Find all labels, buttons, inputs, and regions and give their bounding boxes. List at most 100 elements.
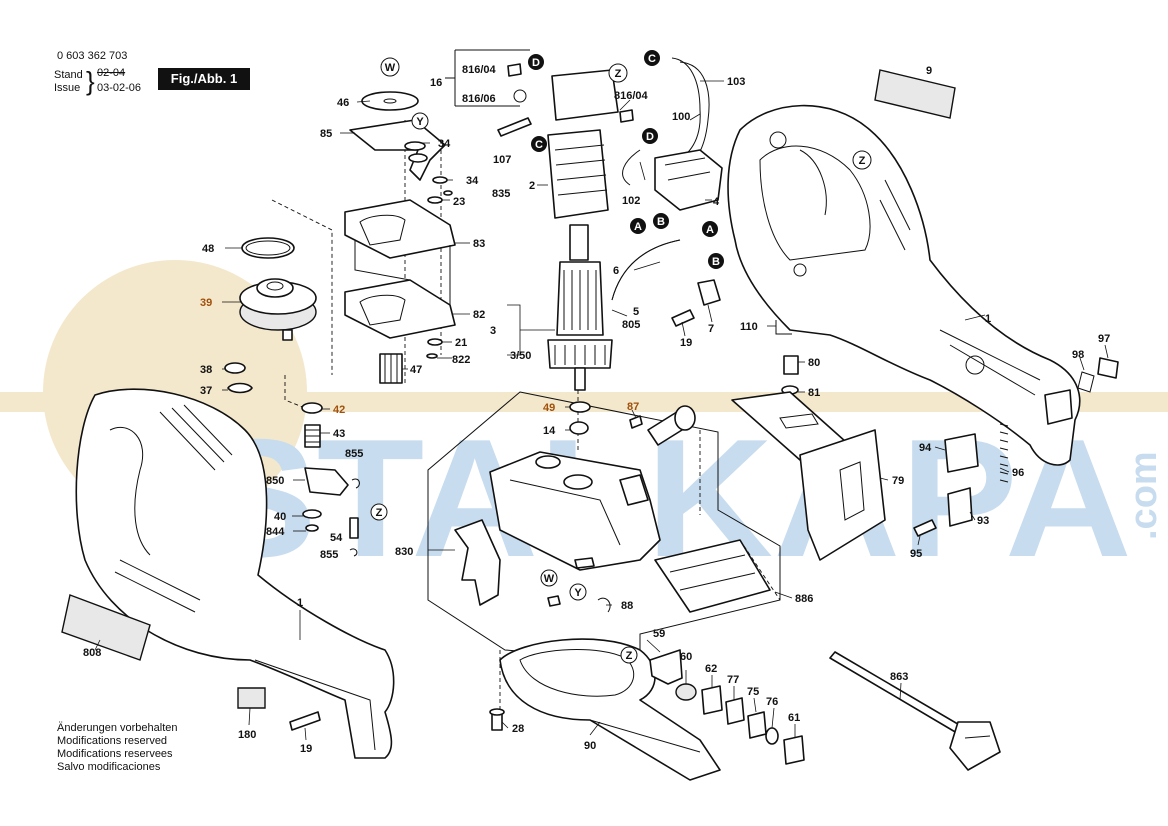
marker-z-mid-text: Z — [376, 507, 383, 519]
label-107: 107 — [493, 154, 511, 166]
label-93: 93 — [977, 515, 989, 527]
marker-a-cable — [702, 221, 718, 237]
marker-c-left-text: C — [535, 139, 543, 151]
label-87: 87 — [627, 401, 639, 413]
figure-label: Fig./Abb. 1 — [158, 68, 250, 90]
gear-housing — [489, 451, 771, 613]
label-34-b: 34 — [466, 175, 479, 187]
note-es: Salvo modificaciones — [57, 761, 161, 773]
marker-y-mid — [569, 583, 587, 601]
label-46: 46 — [337, 97, 349, 109]
part-number: 0 603 362 703 — [57, 50, 128, 62]
label-844: 844 — [266, 526, 285, 538]
marker-z-bottom — [620, 646, 638, 664]
label-59: 59 — [653, 628, 665, 640]
marker-a-top-text: A — [634, 221, 642, 233]
marker-y-top-text: Y — [416, 116, 424, 128]
marker-z-right-text: Z — [859, 155, 866, 167]
reference-markers: W Y Z Z Z W Y Z D C C D A B — [370, 50, 872, 664]
label-49: 49 — [543, 402, 555, 414]
marker-w-top — [380, 57, 400, 77]
marker-w-top-text: W — [385, 62, 396, 74]
marker-b-top-text: B — [657, 216, 665, 228]
disclaimer-notes: Änderungen vorbehalten Modifications res… — [57, 722, 177, 774]
label-816-06: 816/06 — [462, 93, 496, 105]
label-855-a: 855 — [345, 448, 363, 460]
marker-z-mid — [370, 503, 388, 521]
marker-a-top — [630, 218, 646, 234]
label-23: 23 — [453, 196, 465, 208]
label-808: 808 — [83, 647, 101, 659]
label-110: 110 — [740, 321, 758, 333]
label-19-b: 19 — [300, 743, 312, 755]
marker-b-cable-text: B — [712, 256, 720, 268]
label-43: 43 — [333, 428, 345, 440]
label-62: 62 — [705, 663, 717, 675]
label-850: 850 — [266, 475, 284, 487]
label-38: 38 — [200, 364, 212, 376]
label-96: 96 — [1012, 467, 1024, 479]
label-100: 100 — [672, 111, 690, 123]
label-75: 75 — [747, 686, 759, 698]
label-42: 42 — [333, 404, 345, 416]
label-14: 14 — [543, 425, 556, 437]
shoe-plate — [731, 391, 886, 561]
marker-d-mid — [642, 128, 658, 144]
marker-z-top — [608, 63, 628, 83]
label-37: 37 — [200, 385, 212, 397]
label-80: 80 — [808, 357, 820, 369]
label-82: 82 — [473, 309, 485, 321]
label-60: 60 — [680, 651, 692, 663]
label-180: 180 — [238, 729, 256, 741]
label-48: 48 — [202, 243, 214, 255]
marker-d-top-text: D — [532, 57, 540, 69]
label-95: 95 — [910, 548, 922, 560]
label-855-b: 855 — [320, 549, 338, 561]
label-863: 863 — [890, 671, 908, 683]
marker-z-right — [852, 150, 872, 170]
label-6: 6 — [613, 265, 619, 277]
label-102: 102 — [622, 195, 640, 207]
label-39: 39 — [200, 297, 212, 309]
label-3-50: 3/50 — [510, 350, 531, 362]
label-77: 77 — [727, 674, 739, 686]
label-21: 21 — [455, 337, 467, 349]
issue-value: 03-02-06 — [97, 82, 142, 94]
label-81: 81 — [808, 387, 820, 399]
label-98: 98 — [1072, 349, 1084, 361]
label-88: 88 — [621, 600, 633, 612]
housing-right — [727, 69, 1119, 466]
marker-b-top — [653, 213, 669, 229]
label-816-04-b: 816/04 — [614, 90, 649, 102]
label-90: 90 — [584, 740, 596, 752]
label-47: 47 — [410, 364, 422, 376]
label-1-b: 1 — [297, 597, 303, 609]
label-28: 28 — [512, 723, 524, 735]
housing-left — [61, 388, 395, 759]
label-54: 54 — [330, 532, 343, 544]
label-3: 3 — [490, 325, 496, 337]
marker-c-top — [644, 50, 660, 66]
label-835: 835 — [492, 188, 510, 200]
label-34-a: 34 — [438, 138, 451, 150]
marker-d-mid-text: D — [646, 131, 654, 143]
marker-w-mid-text: W — [544, 573, 555, 585]
marker-w-mid — [540, 569, 558, 587]
marker-y-mid-text: Y — [574, 587, 582, 599]
note-de: Änderungen vorbehalten — [57, 722, 178, 734]
label-61: 61 — [788, 712, 800, 724]
brace-glyph: } — [86, 66, 95, 96]
label-85: 85 — [320, 128, 332, 140]
stand-old-value: 02-04 — [97, 67, 126, 79]
label-16: 16 — [430, 77, 442, 89]
marker-a-cable-text: A — [706, 224, 714, 236]
label-822: 822 — [452, 354, 470, 366]
base-plate — [499, 638, 721, 781]
label-1-a: 1 — [985, 313, 991, 325]
label-7: 7 — [708, 323, 714, 335]
issue-label: Issue — [54, 82, 81, 94]
marker-b-cable — [708, 253, 724, 269]
label-886: 886 — [795, 593, 813, 605]
